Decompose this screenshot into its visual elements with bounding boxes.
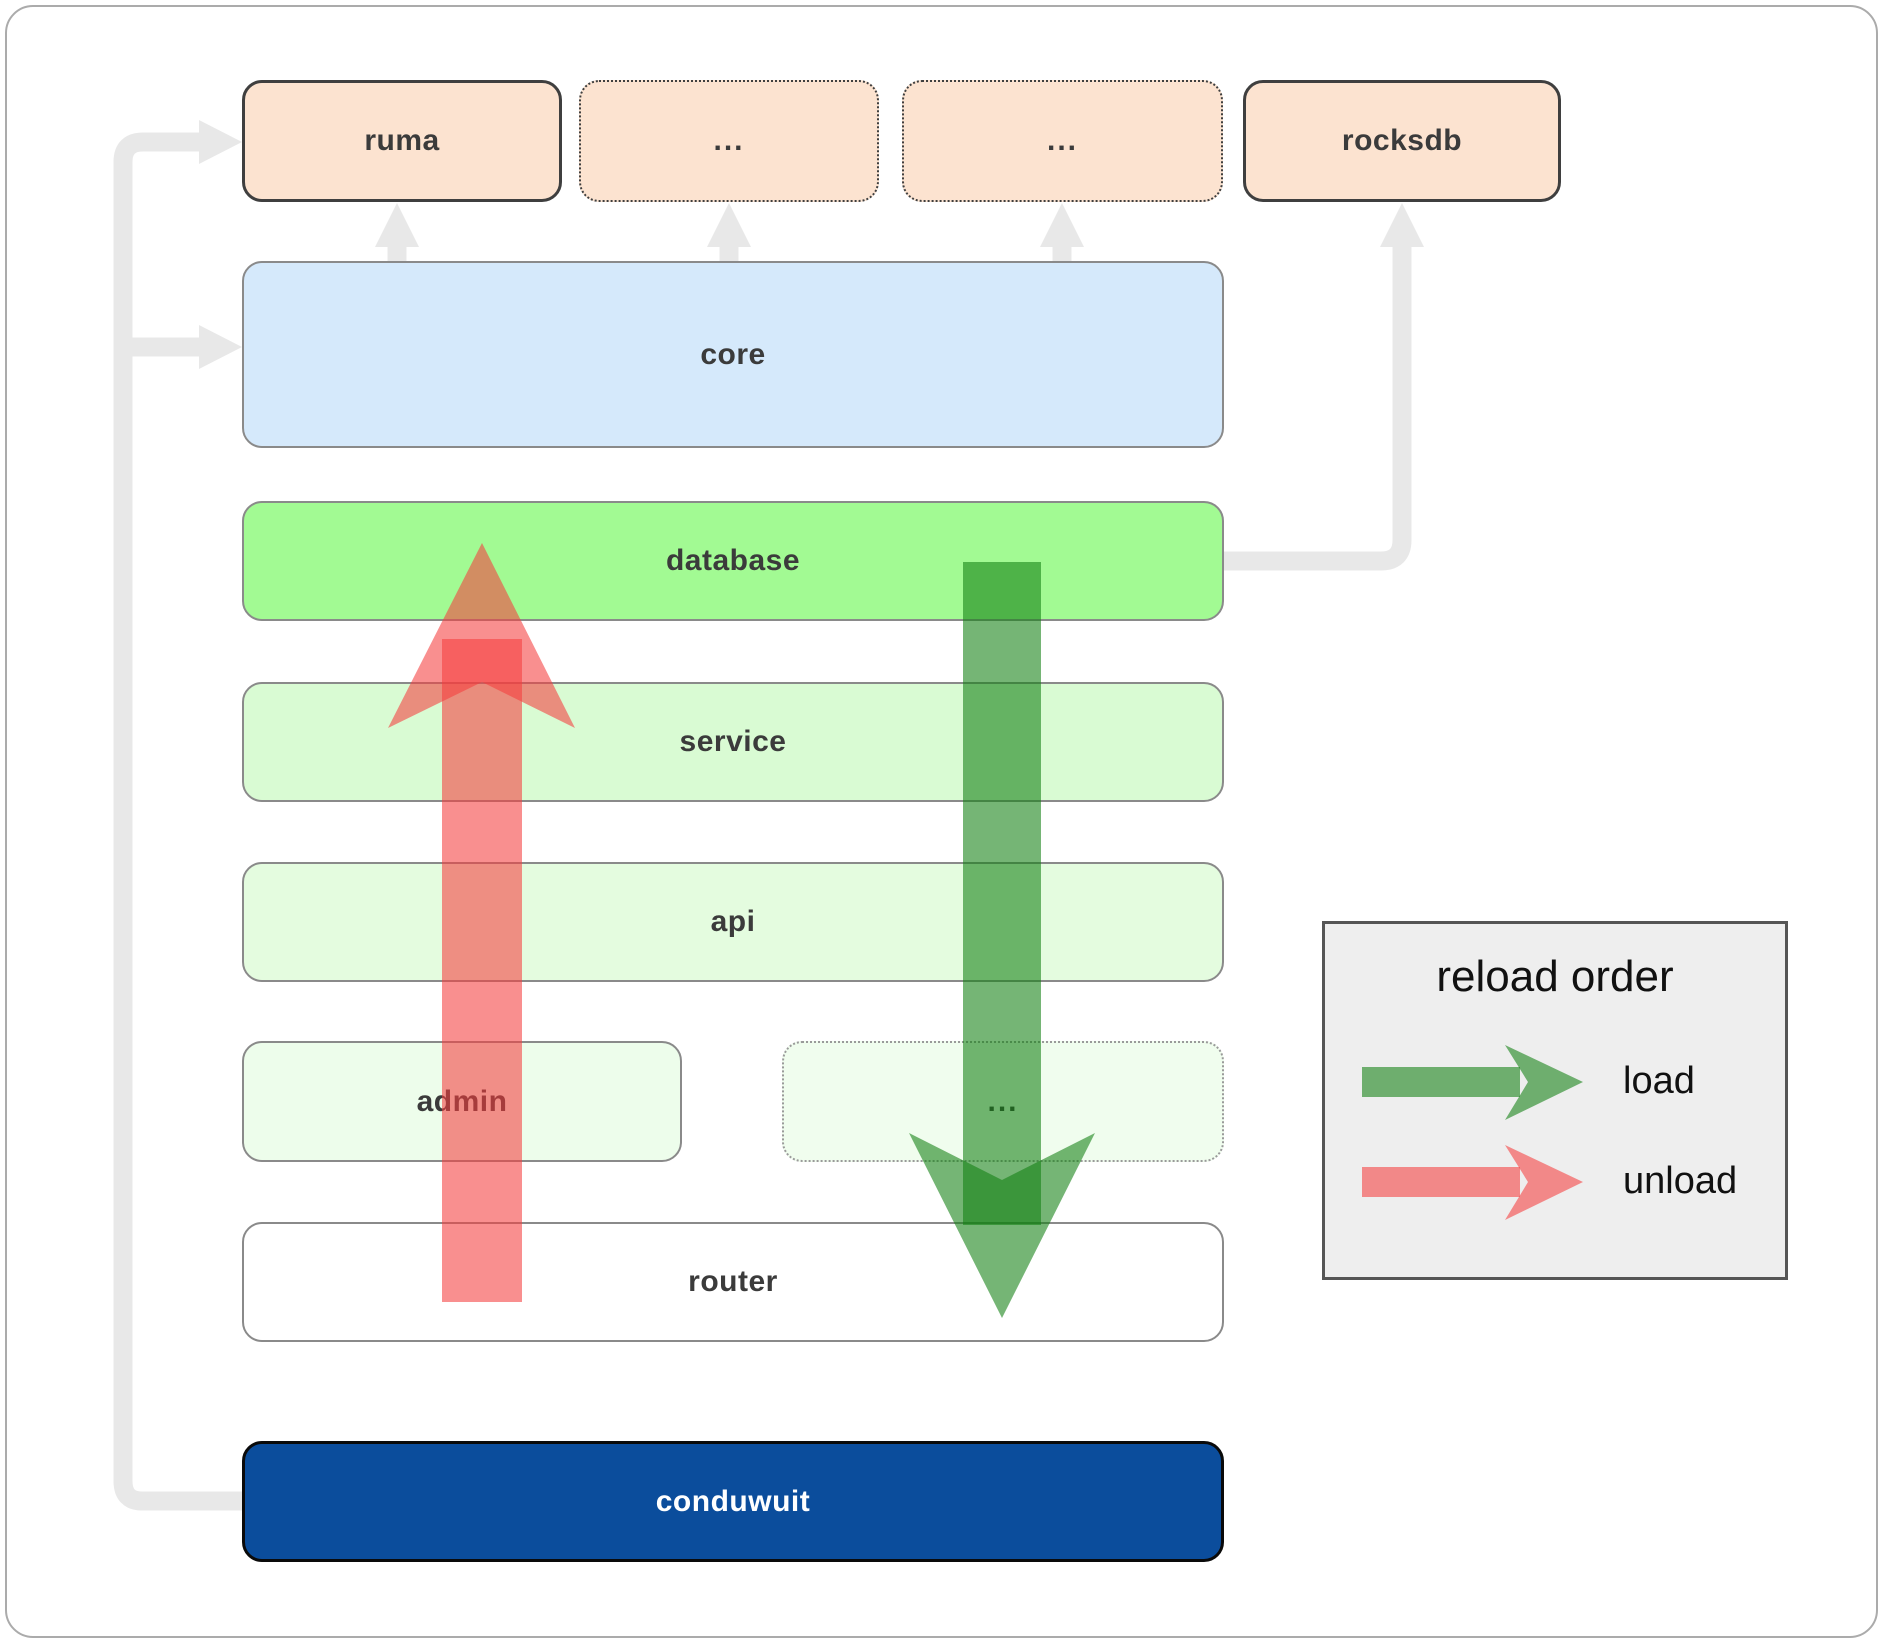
node-ellipsis-3: ... — [782, 1041, 1224, 1162]
node-ellipsis-1: ... — [579, 80, 879, 202]
node-core-label: core — [700, 337, 766, 371]
node-conduwuit-label: conduwuit — [655, 1484, 811, 1518]
legend-title: reload order — [1436, 952, 1674, 1001]
connector-conduwuit-to-ruma — [113, 132, 242, 1511]
node-router: router — [242, 1222, 1224, 1342]
node-ruma-label: ruma — [364, 124, 440, 157]
arrowhead-into-core-left-icon — [199, 325, 242, 369]
node-rocksdb-label: rocksdb — [1341, 124, 1463, 157]
node-service-label: service — [679, 725, 787, 758]
node-ellipsis-1-label: ... — [713, 124, 745, 157]
node-admin-label: admin — [416, 1084, 508, 1118]
node-api-label: api — [710, 905, 756, 938]
node-database-label: database — [665, 544, 801, 577]
node-conduwuit: conduwuit — [242, 1441, 1224, 1562]
node-database: database — [242, 501, 1224, 621]
node-service: service — [242, 682, 1224, 802]
arrowhead-into-rocksdb-icon — [1380, 203, 1424, 247]
node-api: api — [242, 862, 1224, 982]
arrowhead-core-to-ruma-icon — [375, 203, 419, 247]
arrowhead-core-to-more2-icon — [1040, 203, 1084, 247]
legend-label-unload: unload — [1623, 1160, 1738, 1202]
node-admin: admin — [242, 1041, 682, 1162]
arrowhead-into-ruma-left-icon — [199, 120, 242, 164]
legend-label-load: load — [1623, 1060, 1695, 1102]
node-ellipsis-3-label: ... — [987, 1084, 1019, 1118]
node-ruma: ruma — [242, 80, 562, 202]
arrowhead-core-to-more1-icon — [707, 203, 751, 247]
node-ellipsis-2-label: ... — [1046, 124, 1078, 157]
diagram-outer-frame — [5, 5, 1878, 1638]
node-ellipsis-2: ... — [902, 80, 1223, 202]
node-rocksdb: rocksdb — [1243, 80, 1561, 202]
node-router-label: router — [688, 1265, 778, 1298]
connector-database-to-rocksdb — [1224, 247, 1412, 571]
node-core: core — [242, 261, 1224, 448]
